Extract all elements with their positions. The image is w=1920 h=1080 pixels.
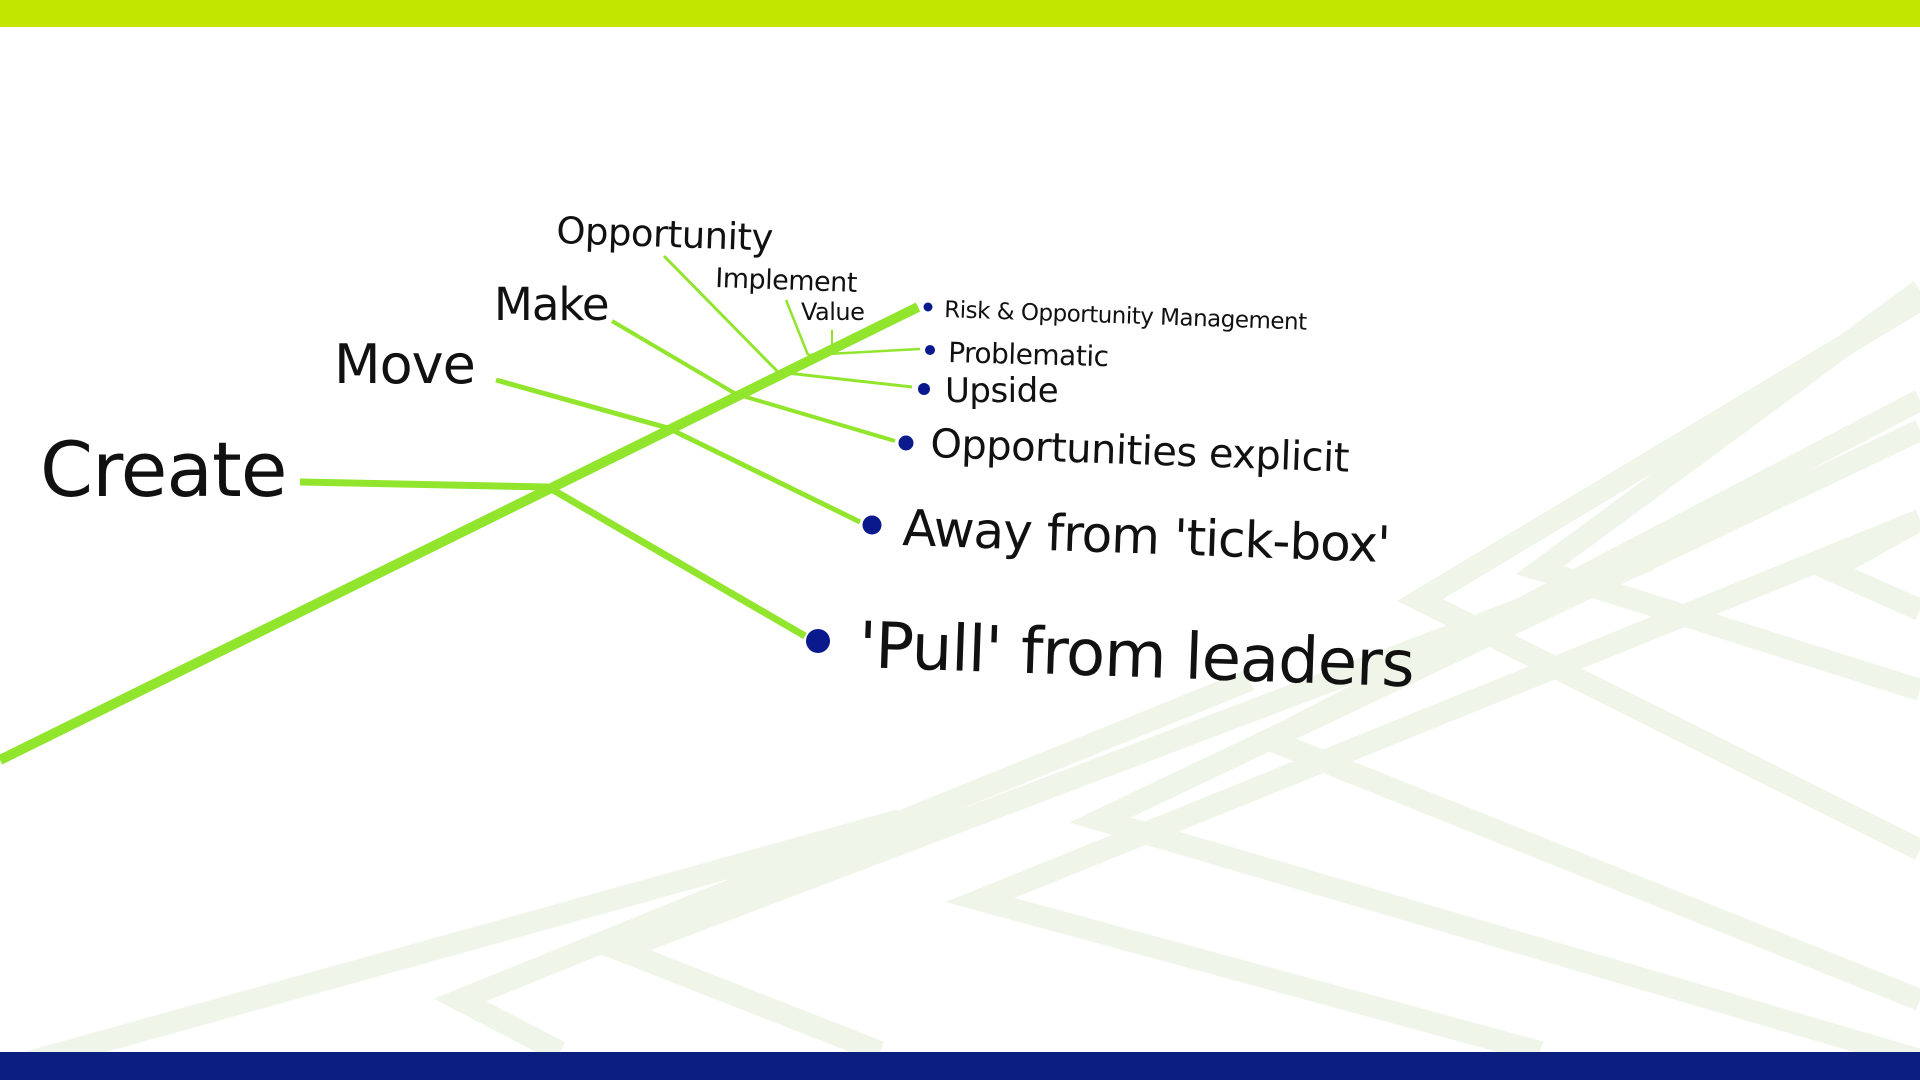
chevron-stripe: [1397, 290, 1920, 860]
leaf-label-upside: Upside: [945, 371, 1058, 411]
chevron-stripe: [0, 809, 903, 1080]
branch-make-stem: [610, 319, 738, 396]
stem-label-implement: Implement: [715, 263, 858, 299]
chevron-stripe: [945, 509, 1920, 1063]
leaf-dot: [923, 302, 933, 312]
branch-opportunity-leaf: [777, 370, 913, 389]
leaf-dot: [918, 383, 930, 395]
leaf-label-pull-from-leaders: 'Pull' from leaders: [857, 609, 1415, 702]
stem-label-create: Create: [40, 425, 287, 514]
leaf-dot: [862, 515, 882, 535]
stem-label-move: Move: [334, 333, 475, 396]
branch-make-leaf: [735, 392, 896, 443]
branch-lines: [0, 254, 921, 765]
stem-labels: Create Move Make Opportunity Implement V…: [40, 209, 865, 514]
leaf-label-away-from-tick-box: Away from 'tick-box': [902, 499, 1391, 574]
leaf-label-risk-opportunity-management: Risk & Opportunity Management: [944, 297, 1308, 336]
top-accent-bar: [0, 0, 1920, 27]
leaf-dots: [806, 302, 935, 653]
stem-label-opportunity: Opportunity: [556, 209, 774, 260]
leaf-dot: [806, 629, 830, 653]
stem-label-make: Make: [494, 278, 609, 331]
branch-opportunity-stem: [662, 254, 780, 374]
leaf-labels: 'Pull' from leaders Away from 'tick-box'…: [857, 297, 1415, 702]
branch-create-leaf: [546, 483, 807, 640]
leaf-label-problematic: Problematic: [948, 336, 1109, 373]
bottom-accent-bar: [0, 1052, 1920, 1080]
branch-create-stem: [299, 478, 549, 491]
leaf-label-opportunities-explicit: Opportunities explicit: [930, 421, 1350, 482]
chevron-stripe: [433, 669, 1255, 1062]
stem-label-value: Value: [801, 298, 864, 326]
branch-implement-stem: [784, 299, 810, 356]
chevron-stripe: [589, 549, 1654, 1063]
branch-move-leaf: [666, 425, 862, 525]
branch-implement-leaf: [807, 347, 921, 357]
background-chevron-pattern: [0, 281, 1920, 1080]
branch-move-stem: [495, 377, 669, 431]
leaf-dot: [925, 345, 935, 355]
leaf-dot: [898, 435, 914, 451]
main-spine: [0, 302, 921, 765]
branch-value-leaf: [831, 306, 919, 346]
